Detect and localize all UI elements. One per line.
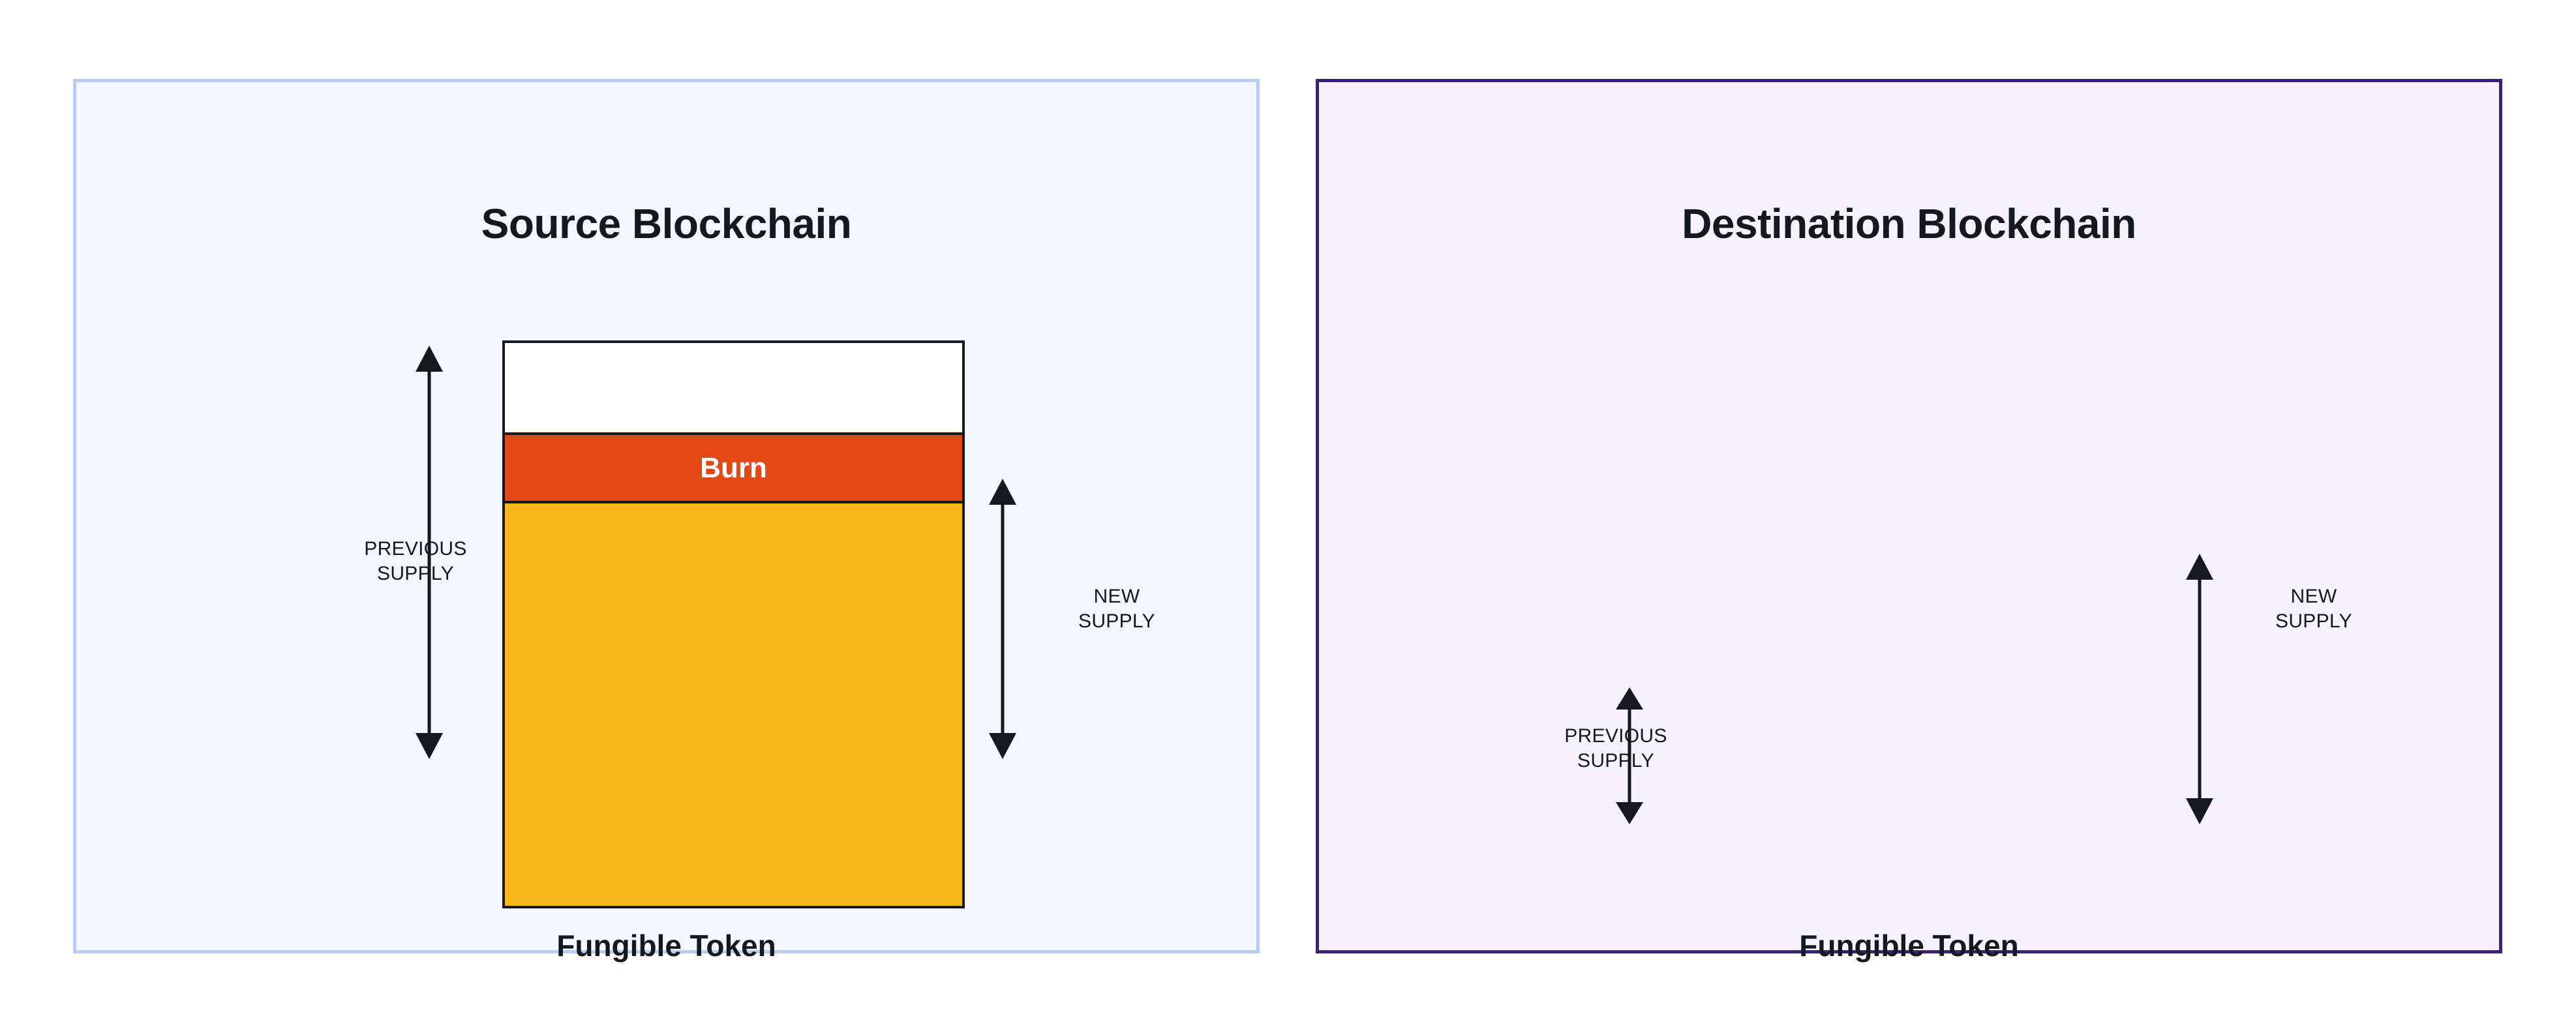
source-supply-bar: Burn bbox=[502, 340, 965, 908]
destination-new-supply-arrow bbox=[2186, 554, 2213, 824]
destination-previous-supply-label: PREVIOUS SUPPLY bbox=[1524, 724, 1707, 774]
destination-previous-supply-label-line1: PREVIOUS bbox=[1564, 725, 1667, 747]
destination-previous-supply-label-line2: SUPPLY bbox=[1577, 750, 1654, 772]
source-new-supply-label-line1: NEW bbox=[1093, 586, 1140, 607]
source-new-supply-label-line2: SUPPLY bbox=[1078, 610, 1155, 633]
source-previous-supply-label: PREVIOUS SUPPLY bbox=[324, 537, 507, 587]
source-blockchain-panel: Source Blockchain Burn PREVIOUS SUPPLY bbox=[73, 79, 1260, 963]
source-panel-title: Source Blockchain bbox=[481, 200, 852, 247]
destination-panel-title: Destination Blockchain bbox=[1682, 200, 2136, 247]
source-segment-burn: Burn bbox=[505, 432, 962, 503]
source-bar-caption: Fungible Token bbox=[556, 929, 776, 963]
destination-new-supply-label-line1: NEW bbox=[2290, 586, 2337, 607]
destination-bar-caption: Fungible Token bbox=[1799, 929, 2019, 963]
source-segment-existing-supply bbox=[505, 503, 962, 906]
source-new-supply-arrow bbox=[989, 479, 1016, 759]
source-previous-supply-label-line2: SUPPLY bbox=[377, 563, 454, 585]
destination-new-supply-label: NEW SUPPLY bbox=[2222, 584, 2405, 635]
source-new-supply-label: NEW SUPPLY bbox=[1025, 584, 1208, 635]
destination-blockchain-panel: Destination Blockchain Mint PREVIOUS SUP… bbox=[1316, 79, 2502, 963]
source-previous-supply-label-line1: PREVIOUS bbox=[364, 538, 467, 560]
destination-new-supply-label-line2: SUPPLY bbox=[2275, 610, 2352, 633]
source-segment-headroom bbox=[505, 343, 962, 432]
